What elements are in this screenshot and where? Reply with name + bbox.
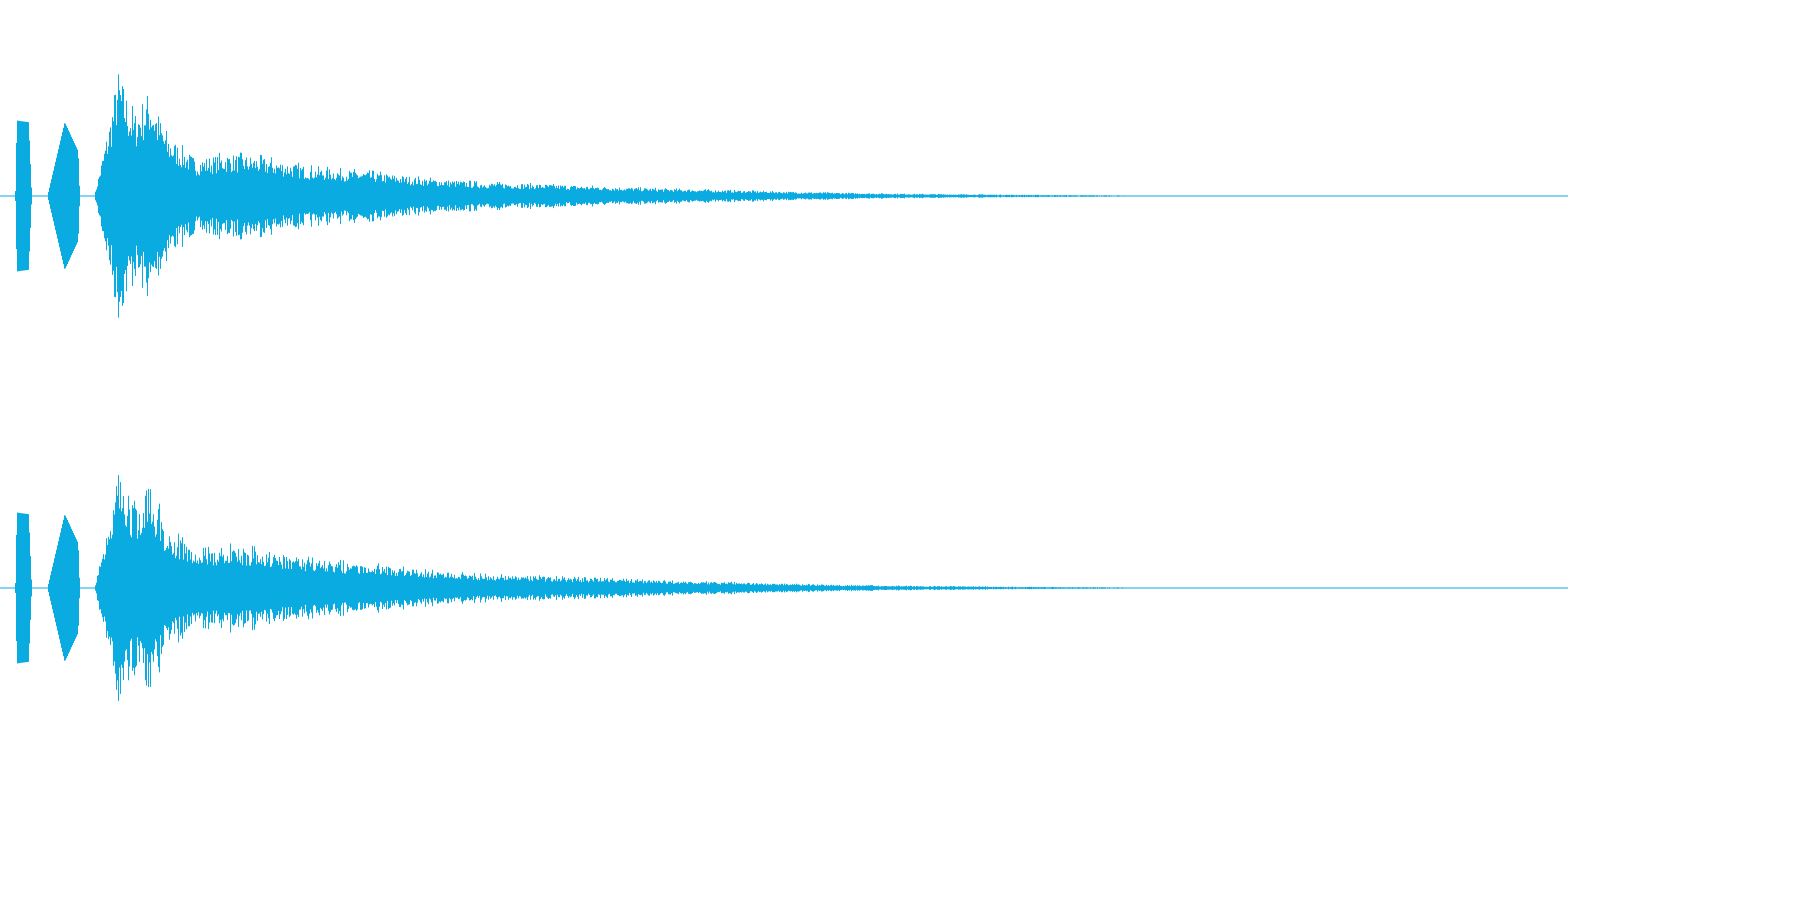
waveform-display <box>0 74 1568 701</box>
channel-2-waveform <box>0 475 1568 701</box>
channel-1-waveform <box>0 74 1568 318</box>
channel-2-signal <box>15 475 1142 701</box>
channel-1-signal <box>15 74 1142 318</box>
